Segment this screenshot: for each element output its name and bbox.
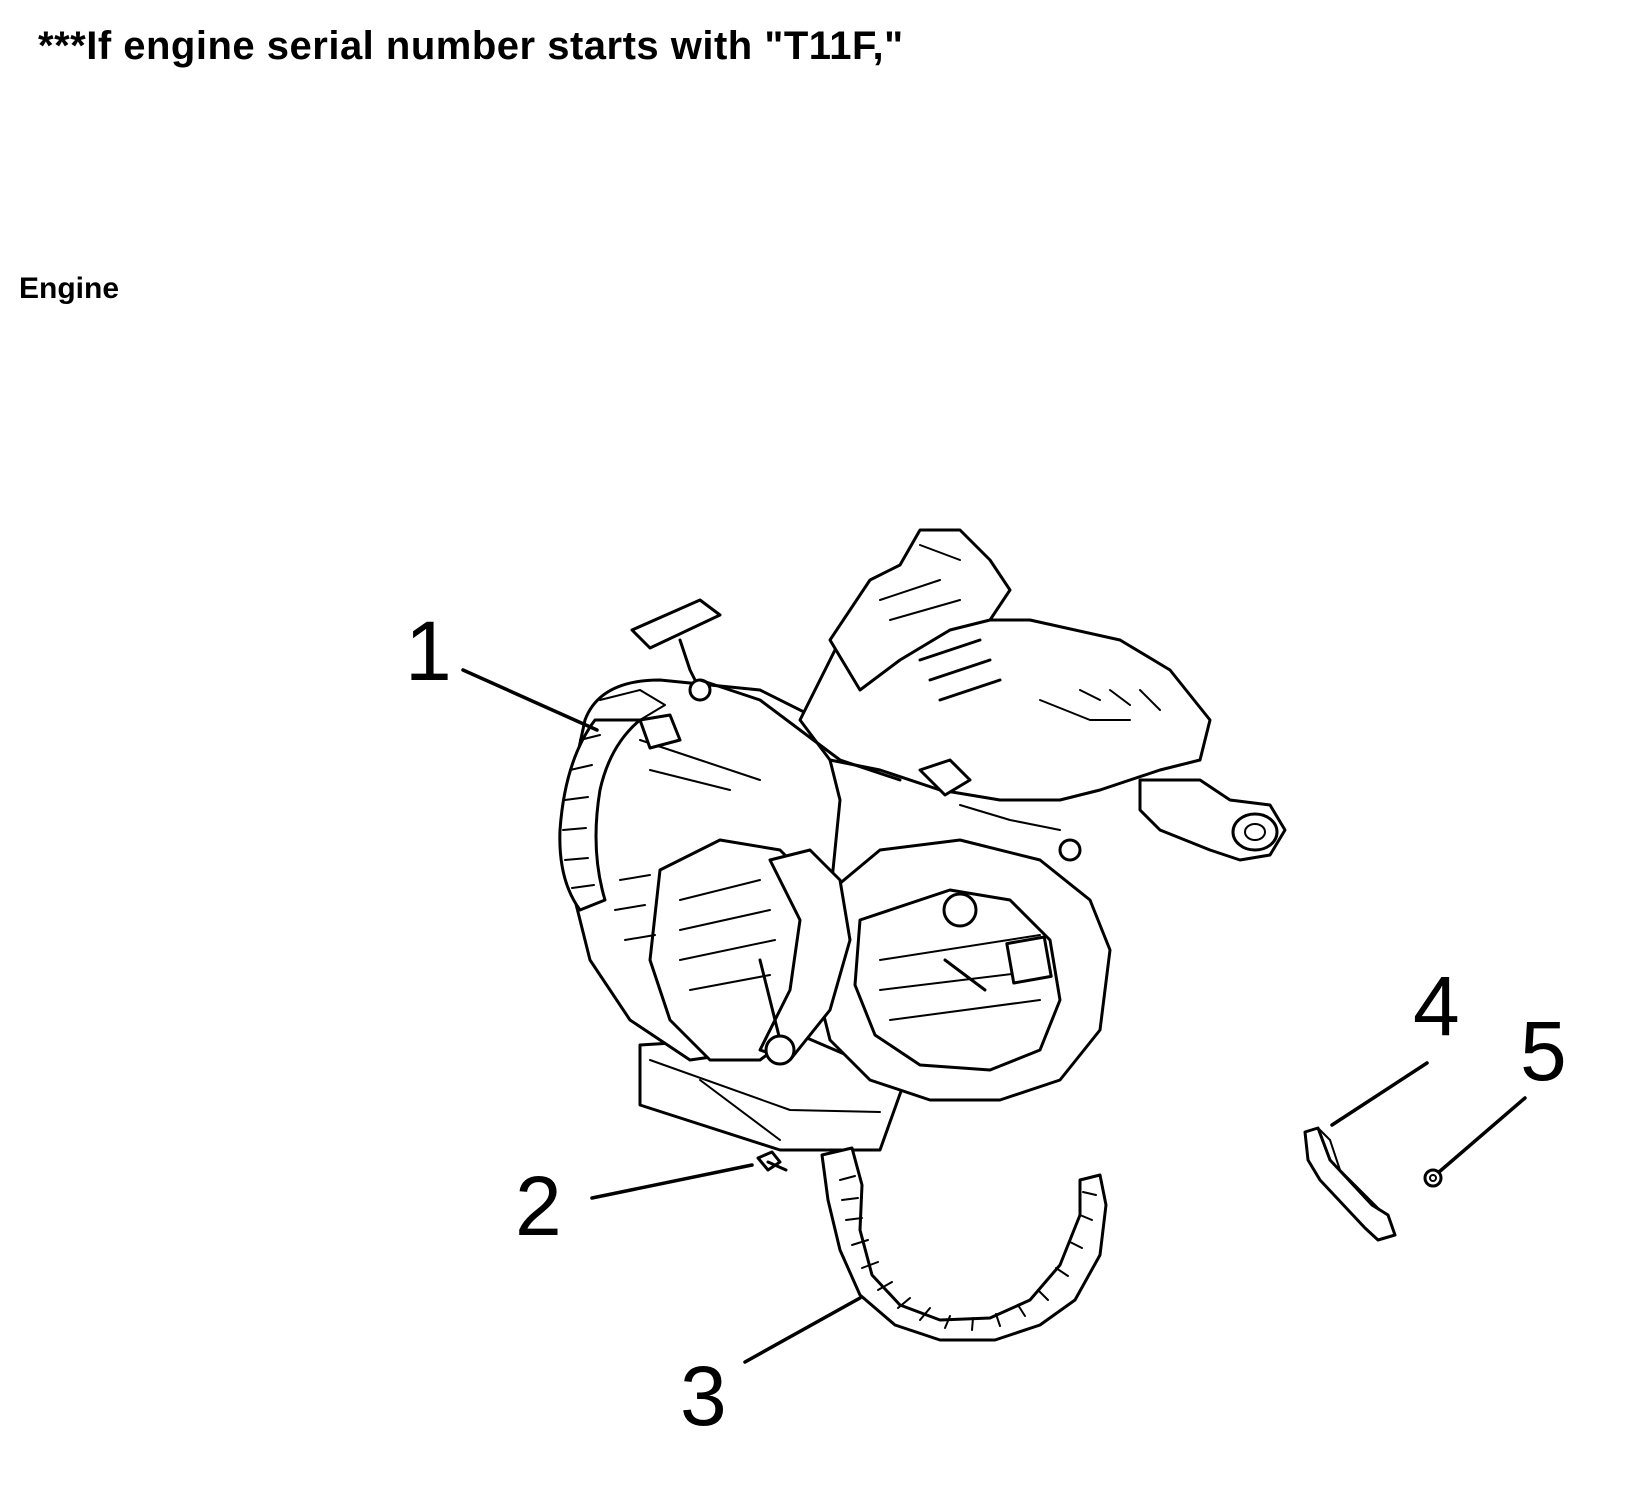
leader-line-3 bbox=[743, 1296, 862, 1364]
leader-line-4 bbox=[1330, 1061, 1429, 1127]
bracket-illustration bbox=[1303, 1126, 1397, 1242]
callout-number-5: 5 bbox=[1520, 1004, 1567, 1098]
callout-number-2: 2 bbox=[515, 1159, 562, 1253]
callout-number-1: 1 bbox=[405, 604, 452, 698]
leader-line-2 bbox=[590, 1163, 754, 1200]
callout-number-3: 3 bbox=[680, 1349, 727, 1443]
clamp-strap-illustration bbox=[820, 1146, 1108, 1342]
page-heading: ***If engine serial number starts with "… bbox=[38, 24, 904, 68]
callout-number-4: 4 bbox=[1413, 959, 1460, 1053]
leader-line-5 bbox=[1437, 1096, 1527, 1174]
section-label-engine: Engine bbox=[19, 272, 120, 305]
nut-illustration bbox=[1423, 1168, 1443, 1188]
leader-line-1 bbox=[461, 668, 599, 732]
screw-illustration bbox=[756, 1150, 788, 1172]
engine-illustration bbox=[558, 528, 1287, 1152]
